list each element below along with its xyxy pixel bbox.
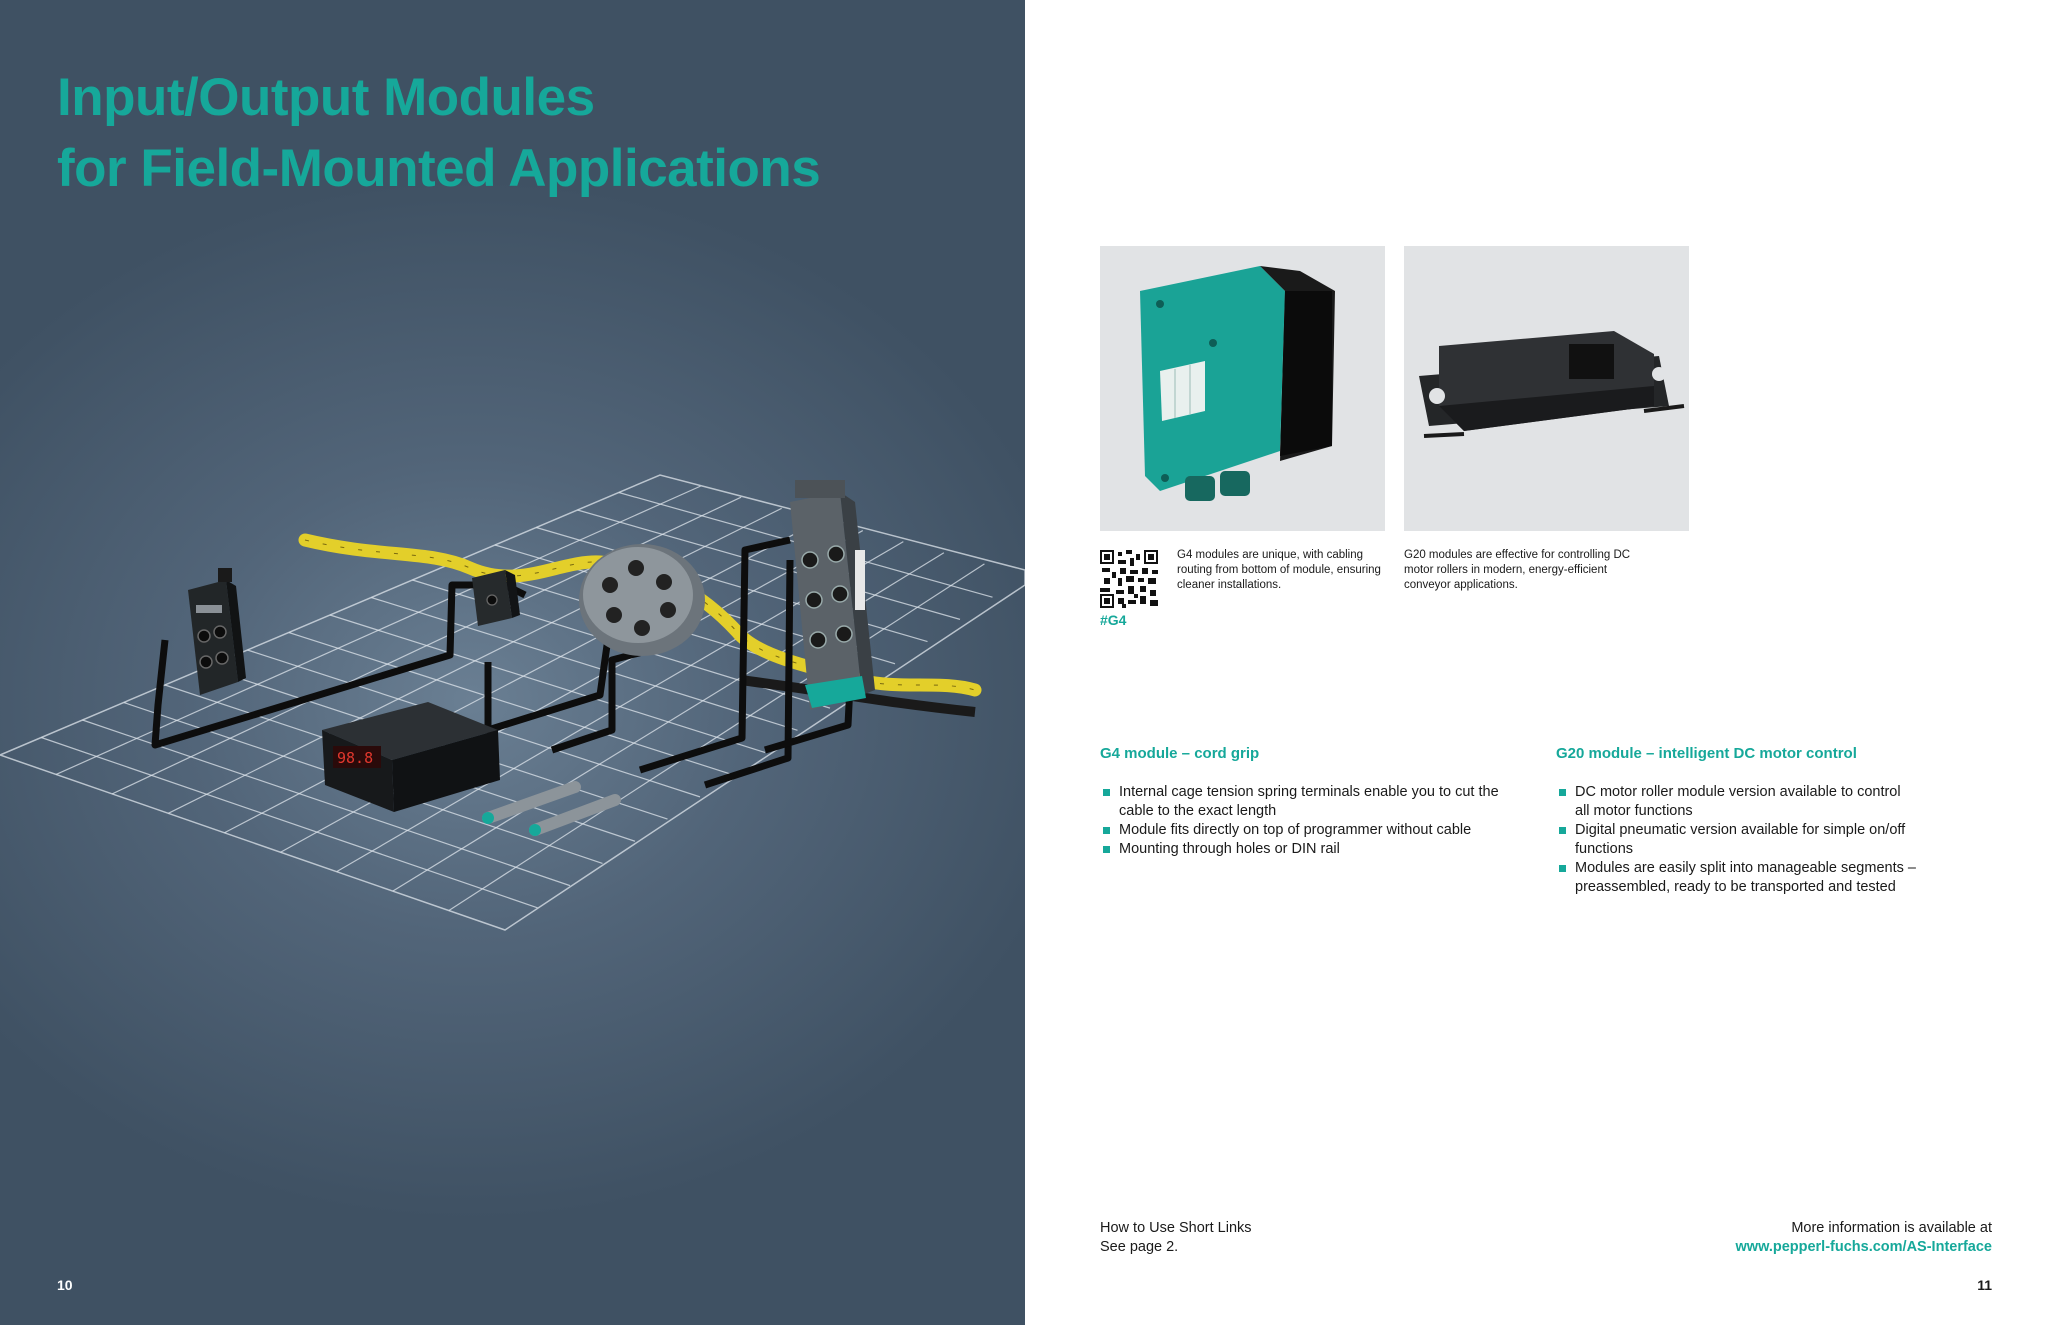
- field-installation-illustration: 98.8: [0, 474, 1025, 931]
- list-item: Modules are easily split into manageable…: [1556, 859, 1916, 897]
- io-module-small: [188, 568, 246, 695]
- io-module-large: [790, 480, 875, 710]
- left-page: Input/Output Modules for Field-Mounted A…: [0, 0, 1025, 1325]
- io-module-compact: [472, 570, 520, 626]
- list-item: Module fits directly on top of programme…: [1100, 821, 1520, 840]
- page-title: Input/Output Modules for Field-Mounted A…: [57, 62, 957, 204]
- grid-line: [448, 563, 985, 912]
- list-item: DC motor roller module version available…: [1556, 783, 1916, 821]
- page-number-left: 10: [57, 1277, 73, 1293]
- short-links-note: How to Use Short Links See page 2.: [1100, 1219, 1252, 1257]
- more-info-link[interactable]: www.pepperl-fuchs.com/AS-Interface: [1735, 1239, 1992, 1255]
- more-info-note: More information is available at www.pep…: [1736, 1219, 1992, 1257]
- qr-code-icon[interactable]: [1100, 550, 1158, 608]
- g4-feature-list: Internal cage tension spring terminals e…: [1100, 783, 1520, 859]
- grid-line: [224, 518, 823, 834]
- g20-feature-list: DC motor roller module version available…: [1556, 783, 1916, 897]
- g20-section-heading: G20 module – intelligent DC motor contro…: [1556, 745, 1857, 762]
- short-links-reference: See page 2.: [1100, 1239, 1179, 1255]
- g4-photo-caption: G4 modules are unique, with cabling rout…: [1177, 549, 1381, 591]
- title-line-1: Input/Output Modules: [57, 68, 595, 127]
- svg-text:98.8: 98.8: [337, 749, 373, 767]
- grid-line: [329, 614, 766, 754]
- list-item: Digital pneumatic version available for …: [1556, 821, 1916, 859]
- title-line-2: for Field-Mounted Applications: [57, 139, 821, 198]
- inductive-sensors: [482, 781, 621, 836]
- g20-photo-caption: G20 modules are effective for controllin…: [1404, 549, 1631, 591]
- short-link-tag[interactable]: #G4: [1100, 612, 1127, 628]
- grid-line: [41, 736, 538, 909]
- g4-module-photo: [1100, 246, 1385, 531]
- g4-feature-section: G4 module – cord grip Internal cage tens…: [1100, 745, 1520, 859]
- page-number-right: 11: [1977, 1277, 1992, 1293]
- grid-line: [577, 509, 961, 620]
- grid-line: [82, 719, 571, 887]
- grid-line: [371, 596, 798, 731]
- round-io-module: [579, 544, 705, 656]
- list-item: Internal cage tension spring terminals e…: [1100, 783, 1520, 821]
- g20-feature-section: G20 module – intelligent DC motor contro…: [1556, 745, 1916, 897]
- grid-line: [55, 485, 701, 775]
- list-item: Mounting through holes or DIN rail: [1100, 840, 1520, 859]
- g20-module-photo: [1404, 246, 1689, 531]
- g4-section-heading: G4 module – cord grip: [1100, 745, 1260, 762]
- display-unit: 98.8: [322, 702, 500, 812]
- more-info-text: More information is available at: [1791, 1220, 1992, 1236]
- short-links-title: How to Use Short Links: [1100, 1220, 1252, 1236]
- grid-line: [288, 631, 733, 776]
